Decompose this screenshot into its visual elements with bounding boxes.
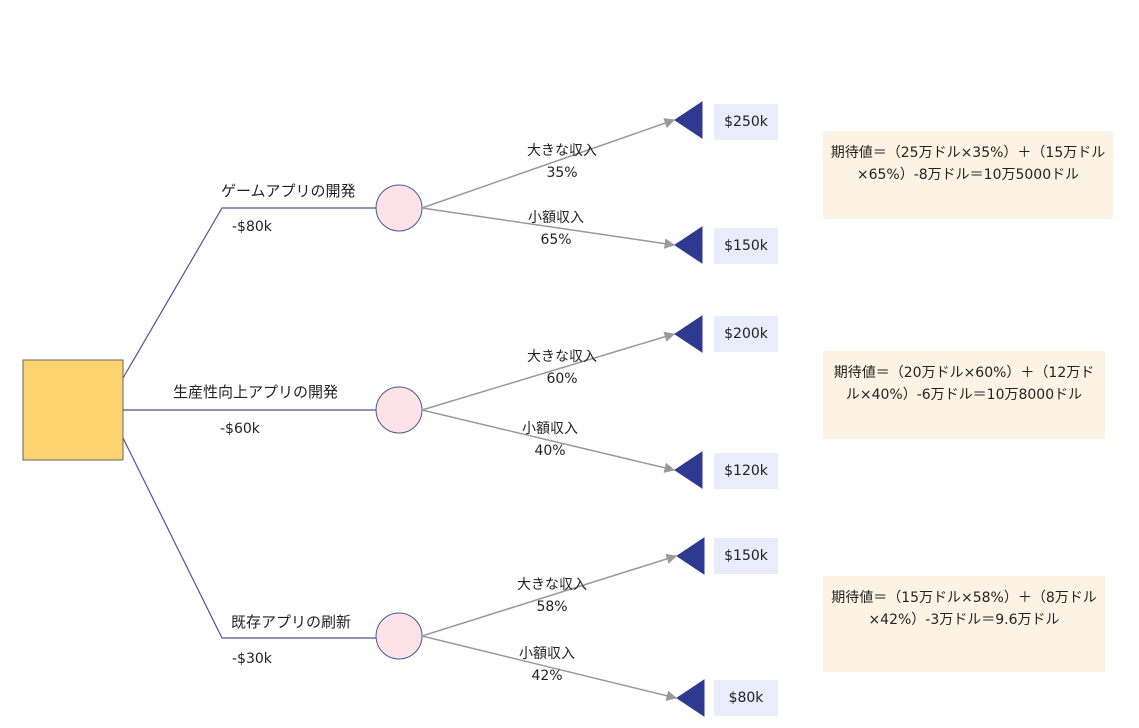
outcome-probability: 58% (536, 599, 568, 615)
outcome-value: $150k (714, 538, 778, 574)
outcome-arrow (421, 553, 678, 637)
outcome-probability: 42% (531, 668, 563, 684)
outcome-label: 小額収入 40% (500, 418, 600, 462)
terminal-node[interactable] (674, 101, 703, 139)
outcome-label: 小額収入 42% (497, 643, 597, 687)
outcome-value: $150k (714, 228, 778, 264)
outcome-value: $120k (714, 453, 778, 489)
option-cost: -$30k (232, 651, 272, 667)
outcome-name: 小額収入 (522, 421, 578, 437)
outcome-label: 大きな収入 35% (512, 140, 612, 184)
outcome-label: 大きな収入 58% (502, 574, 602, 618)
expected-value-note: 期待値＝（25万ドル×35%）＋（15万ドル×65%）-8万ドル＝10万5000… (823, 131, 1113, 219)
outcome-label: 小額収入 65% (506, 207, 606, 251)
outcome-arrow (421, 207, 676, 249)
terminal-node[interactable] (674, 451, 703, 489)
chance-node-productivity[interactable] (375, 386, 423, 434)
chance-node-game[interactable] (375, 184, 423, 232)
terminal-node[interactable] (674, 226, 703, 264)
outcome-probability: 40% (534, 443, 566, 459)
terminal-node[interactable] (674, 315, 703, 353)
outcome-label: 大きな収入 60% (512, 346, 612, 390)
outcome-value: $200k (714, 316, 778, 352)
outcome-arrow (421, 331, 676, 411)
outcome-probability: 60% (546, 371, 578, 387)
option-branch-game (122, 207, 376, 379)
outcome-arrow (421, 635, 678, 701)
chance-node-existing[interactable] (375, 612, 423, 660)
option-cost: -$80k (232, 219, 272, 235)
option-branch-existing (122, 437, 376, 639)
outcome-value: $250k (714, 104, 778, 140)
outcome-name: 小額収入 (519, 646, 575, 662)
option-label: 既存アプリの刷新 (231, 613, 352, 631)
outcome-name: 大きな収入 (527, 349, 597, 365)
outcome-value: $80k (714, 680, 778, 716)
outcome-arrow (421, 118, 675, 209)
terminal-node[interactable] (676, 537, 705, 575)
expected-value-note: 期待値＝（20万ドル×60%）＋（12万ドル×40%）-6万ドル＝10万8000… (823, 351, 1105, 439)
decision-node[interactable] (22, 359, 124, 461)
outcome-arrow (421, 409, 676, 473)
outcome-probability: 65% (540, 232, 572, 248)
outcome-probability: 35% (546, 165, 578, 181)
outcome-name: 小額収入 (528, 210, 584, 226)
outcome-name: 大きな収入 (527, 143, 597, 159)
option-cost: -$60k (220, 421, 260, 437)
outcome-name: 大きな収入 (517, 577, 587, 593)
option-label: 生産性向上アプリの開発 (173, 383, 339, 401)
expected-value-note: 期待値＝（15万ドル×58%）＋（8万ドル×42%）-3万ドル＝9.6万ドル (823, 576, 1105, 672)
terminal-node[interactable] (676, 679, 705, 717)
option-label: ゲームアプリの開発 (221, 182, 356, 200)
